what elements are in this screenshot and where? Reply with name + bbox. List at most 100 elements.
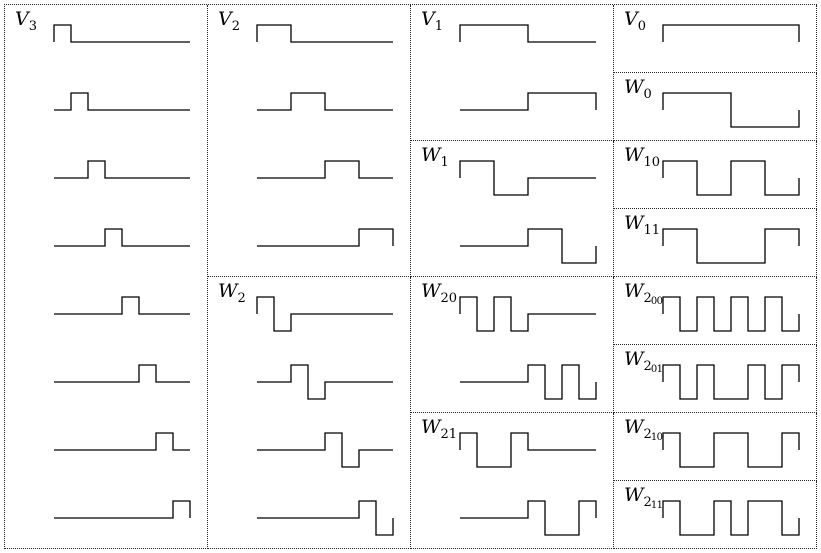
waveform-stack [660, 73, 816, 140]
cell-w1: W1 [411, 141, 614, 277]
waveform-stack [660, 277, 816, 344]
label-subsubscript: 11 [650, 500, 663, 511]
waveform-plot [257, 364, 393, 400]
waveform-plot [662, 500, 800, 536]
waveform-plot [54, 92, 190, 111]
cell-label-w21: W21 [421, 416, 458, 443]
label-subscript: 10 [643, 155, 661, 170]
cell-v2: V2 [208, 5, 411, 277]
label-subscript: 0 [643, 87, 652, 102]
waveform-plot [257, 160, 393, 179]
waveform-plot [54, 432, 190, 451]
cell-w0: W0 [614, 73, 817, 141]
label-subscript: 21 [440, 427, 458, 442]
label-subscript: 2 [643, 427, 652, 442]
waveform-stack [254, 5, 410, 276]
waveform-plot [459, 24, 596, 43]
waveform-plot [54, 500, 191, 519]
cell-w10: W10 [614, 141, 817, 209]
label-letter: V [218, 8, 232, 30]
label-subscript: 1 [440, 155, 449, 170]
label-letter: W [624, 212, 644, 234]
cell-label-v0: V0 [624, 8, 647, 35]
waveform-plot [459, 296, 596, 332]
waveform-plot [662, 160, 800, 196]
cell-w201: W201 [614, 345, 817, 413]
label-letter: W [421, 416, 441, 438]
waveform-stack [660, 345, 816, 412]
cell-v3: V3 [5, 5, 208, 549]
waveform-stack [457, 413, 613, 548]
waveform-plot [460, 500, 597, 536]
cell-label-v3: V3 [15, 8, 38, 35]
waveform-plot [257, 432, 393, 468]
cell-w2: W2 [208, 277, 411, 549]
cell-label-w20: W20 [421, 280, 458, 307]
waveform-stack [660, 141, 816, 208]
label-subscript: 11 [643, 223, 661, 238]
waveform-stack [457, 277, 613, 412]
label-subsubscript: 00 [650, 296, 663, 307]
cell-v1: V1 [411, 5, 614, 141]
label-letter: V [624, 8, 638, 30]
waveform-plot [256, 296, 393, 332]
waveform-plot [54, 364, 190, 383]
waveform-stack [457, 5, 613, 140]
waveform-stack [660, 481, 816, 548]
cell-label-w2: W2 [218, 280, 246, 307]
waveform-plot [662, 24, 800, 42]
label-letter: W [624, 144, 644, 166]
label-subscript: 20 [440, 291, 458, 306]
waveform-stack [660, 5, 816, 72]
cell-w21: W21 [411, 413, 614, 549]
waveform-plot [459, 432, 596, 468]
label-letter: W [624, 280, 644, 302]
cell-label-w200: W200 [624, 280, 663, 308]
waveform-plot [662, 228, 800, 264]
label-letter: W [218, 280, 238, 302]
label-letter: W [624, 484, 644, 506]
wavelet-packet-figure: V3 V2 W2 V1 W1 W20 W21 V0 W0 W10 W11 [4, 4, 817, 549]
label-subscript: 0 [637, 19, 647, 34]
label-subscript: 2 [643, 359, 652, 374]
cell-w200: W200 [614, 277, 817, 345]
label-subscript: 2 [231, 19, 241, 34]
cell-label-w211: W211 [624, 484, 663, 512]
label-subsubscript: 10 [650, 432, 663, 443]
label-subsubscript: 01 [650, 364, 663, 375]
label-subscript: 2 [643, 495, 652, 510]
waveform-plot [54, 160, 190, 179]
cell-w210: W210 [614, 413, 817, 481]
waveform-plot [460, 92, 597, 111]
waveform-plot [53, 24, 190, 43]
label-letter: V [421, 8, 435, 30]
cell-label-v2: V2 [218, 8, 241, 35]
waveform-plot [257, 228, 394, 247]
waveform-plot [662, 296, 800, 332]
cell-label-w10: W10 [624, 144, 661, 171]
cell-w11: W11 [614, 209, 817, 277]
cell-w211: W211 [614, 481, 817, 549]
label-subscript: 3 [28, 19, 38, 34]
waveform-stack [660, 209, 816, 276]
label-letter: V [15, 8, 29, 30]
waveform-stack [457, 141, 613, 276]
cell-label-w210: W210 [624, 418, 663, 444]
label-subscript: 2 [643, 291, 652, 306]
label-letter: W [624, 76, 644, 98]
label-subscript: 2 [237, 291, 246, 306]
waveform-plot [662, 92, 800, 128]
waveform-stack [51, 5, 207, 548]
label-letter: W [421, 144, 441, 166]
cell-v0: V0 [614, 5, 817, 73]
waveform-plot [459, 160, 596, 196]
waveform-stack [254, 277, 410, 548]
cell-label-v1: V1 [421, 8, 443, 35]
label-letter: W [421, 280, 441, 302]
waveform-plot [54, 228, 190, 247]
cell-label-w0: W0 [624, 76, 652, 103]
cell-label-w1: W1 [421, 144, 449, 171]
cell-label-w201: W201 [624, 350, 663, 376]
cell-w20: W20 [411, 277, 614, 413]
waveform-plot [460, 364, 597, 400]
